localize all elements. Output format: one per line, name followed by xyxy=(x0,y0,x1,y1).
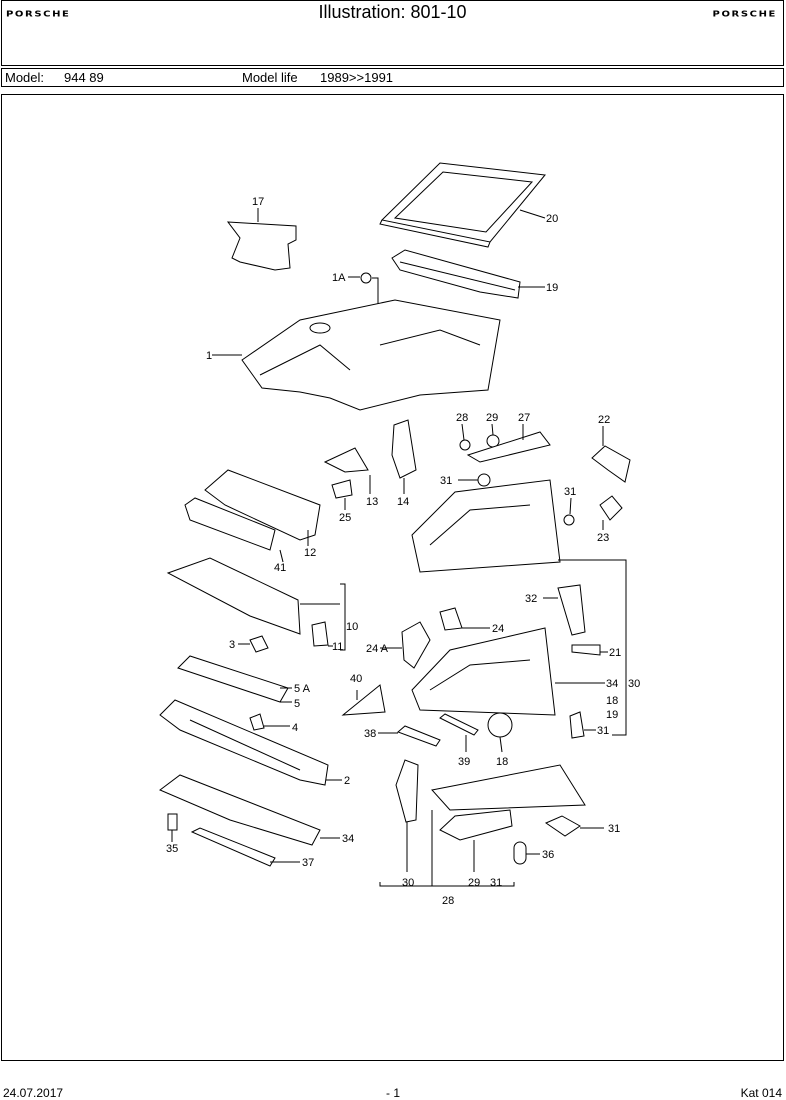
callout-1: 1 xyxy=(206,350,212,362)
callout-20: 25 xyxy=(339,512,351,524)
callout-27: 34 xyxy=(606,678,618,690)
parts-12-38-39-40 xyxy=(341,684,513,753)
callout-5: 5 xyxy=(294,698,300,710)
callout-38: 38 xyxy=(364,728,376,740)
callout-18b: 18 xyxy=(606,695,618,707)
callout-41: 41 xyxy=(274,562,286,574)
callout-32: 32 xyxy=(525,593,537,605)
callout-8: 12 xyxy=(304,547,316,559)
parts-28-31-rails xyxy=(379,759,604,887)
callout-labels: 17 20 1A 19 1 28 29 27 22 31 31 13 14 25… xyxy=(166,196,640,907)
callout-25: 31 xyxy=(440,475,452,487)
model-bar: Model: 944 89 Model life 1989>>1991 xyxy=(1,68,784,87)
part-4 xyxy=(249,713,290,731)
footer-date: 24.07.2017 xyxy=(3,1086,64,1100)
part-6-hood xyxy=(166,557,346,651)
callout-7: 11 xyxy=(332,641,343,653)
parts-8-41-support xyxy=(184,469,321,563)
part-wheel-housing-left xyxy=(411,473,575,573)
callout-24: 30 xyxy=(628,678,640,690)
parts-3-5-5a xyxy=(177,635,292,703)
callout-34: 34 xyxy=(342,833,354,845)
part-13-cowl xyxy=(391,249,545,299)
part-11-bracket xyxy=(226,208,297,271)
callout-36: 36 xyxy=(542,849,554,861)
callout-13: 19 xyxy=(546,282,558,294)
callout-23: 29 xyxy=(486,412,498,424)
model-life-value: 1989>>1991 xyxy=(320,70,394,85)
part-wheel-housing-inner xyxy=(380,607,605,716)
header: PORSCHE Illustration: 801-10 PORSCHE xyxy=(1,0,784,66)
model-life-label: Model life xyxy=(242,70,298,85)
parts-21-22-23 xyxy=(459,423,551,463)
callout-12: 18 xyxy=(496,756,508,768)
callout-28: 28 xyxy=(442,895,454,907)
callout-17: 23 xyxy=(597,532,609,544)
callout-1a: 1A xyxy=(332,272,346,284)
callout-4: 4 xyxy=(292,722,298,734)
callout-19: 24 A xyxy=(366,643,389,655)
callout-21: 27 xyxy=(518,412,530,424)
parts-9-10-20 xyxy=(323,419,417,510)
callout-31a: 31 xyxy=(608,823,620,835)
callout-6: 10 xyxy=(346,621,358,633)
callout-31b: 31 xyxy=(490,877,502,889)
callout-26: 31 xyxy=(564,486,576,498)
page-title: Illustration: 801-10 xyxy=(318,2,467,22)
parts-34-35-37 xyxy=(159,774,340,867)
diagram-frame xyxy=(1,94,784,1061)
callout-37: 37 xyxy=(302,857,314,869)
callout-14: 20 xyxy=(546,213,558,225)
part-2-crossmember xyxy=(159,699,342,786)
callout-15: 21 xyxy=(609,647,621,659)
callout-35: 35 xyxy=(166,843,178,855)
callout-40: 40 xyxy=(350,673,362,685)
parts-16-17 xyxy=(591,426,631,530)
callout-29: 29 xyxy=(468,877,480,889)
callout-22: 28 xyxy=(456,412,468,424)
part-14-windshield-frame xyxy=(379,162,546,248)
footer-catalog: Kat 014 xyxy=(740,1086,782,1100)
callout-2: 2 xyxy=(344,775,350,787)
parts-32-15 xyxy=(543,584,608,656)
part-24a xyxy=(569,711,596,739)
callout-10: 14 xyxy=(397,496,409,508)
porsche-logo-right: PORSCHE xyxy=(712,10,777,19)
callout-16: 22 xyxy=(598,414,610,426)
callout-30: 30 xyxy=(402,877,414,889)
part-1-front-body xyxy=(212,299,501,411)
callout-9: 13 xyxy=(366,496,378,508)
model-value: 944 89 xyxy=(64,70,104,85)
footer-page: - 1 xyxy=(386,1086,401,1100)
callout-24a: 31 xyxy=(597,725,609,737)
callout-5a: 5 A xyxy=(294,683,311,695)
callout-11: 17 xyxy=(252,196,264,208)
model-label: Model: xyxy=(5,70,45,85)
porsche-logo-left: PORSCHE xyxy=(6,10,71,19)
callout-19b: 19 xyxy=(606,709,618,721)
bracket-24 xyxy=(558,559,627,736)
callout-39: 39 xyxy=(458,756,470,768)
callout-18: 24 xyxy=(492,623,504,635)
callout-3: 3 xyxy=(229,639,235,651)
